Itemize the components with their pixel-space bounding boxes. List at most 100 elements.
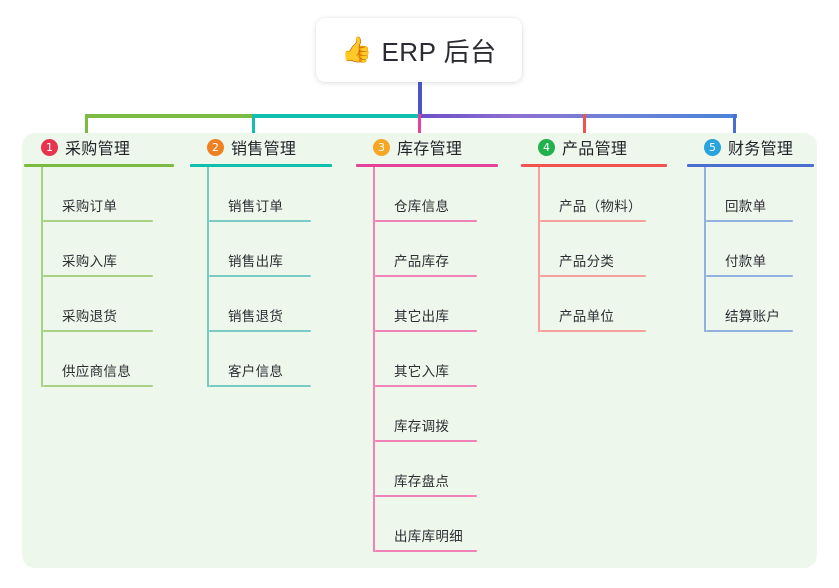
- column-header-4[interactable]: 4 产品管理: [521, 133, 667, 161]
- leaf-item[interactable]: 库存盘点: [373, 442, 498, 497]
- leaf-item-rule: [43, 385, 153, 387]
- column-rule-3: [356, 164, 498, 167]
- leaf-item[interactable]: 付款单: [704, 222, 814, 277]
- leaf-item-label: 客户信息: [228, 364, 284, 379]
- leaf-item[interactable]: 采购退货: [41, 277, 174, 332]
- root-node-card[interactable]: 👍 ERP 后台: [316, 18, 522, 82]
- column-rule-1: [24, 164, 174, 167]
- leaf-item[interactable]: 产品分类: [538, 222, 667, 277]
- leaf-item-label: 产品库存: [394, 254, 450, 269]
- column-spine-4: [538, 167, 540, 332]
- leaf-item-rule: [540, 275, 646, 277]
- column-items-4: 产品（物料）产品分类产品单位: [538, 167, 667, 332]
- trunk-segment-3: [418, 114, 733, 118]
- leaf-item-label: 其它入库: [394, 364, 450, 379]
- leaf-item[interactable]: 其它入库: [373, 332, 498, 387]
- leaf-item[interactable]: 采购入库: [41, 222, 174, 277]
- column-title-5: 财务管理: [728, 141, 794, 158]
- leaf-item[interactable]: 销售退货: [207, 277, 332, 332]
- column-3: 3 库存管理仓库信息产品库存其它出库其它入库库存调拨库存盘点出库库明细: [356, 133, 498, 552]
- leaf-item-label: 库存调拨: [394, 419, 450, 434]
- leaf-item-label: 采购入库: [62, 254, 118, 269]
- leaf-item[interactable]: 库存调拨: [373, 387, 498, 442]
- leaf-item[interactable]: 产品库存: [373, 222, 498, 277]
- column-header-3[interactable]: 3 库存管理: [356, 133, 498, 161]
- connector-drop-3: [418, 114, 421, 143]
- leaf-item-label: 仓库信息: [394, 199, 450, 214]
- leaf-item-rule: [375, 385, 477, 387]
- leaf-item-rule: [209, 275, 311, 277]
- thumbs-up-icon: 👍: [341, 35, 373, 64]
- connector-drop-2: [252, 114, 255, 143]
- leaf-item-label: 产品单位: [559, 309, 615, 324]
- leaf-item[interactable]: 产品（物料）: [538, 167, 667, 222]
- leaf-item-rule: [43, 275, 153, 277]
- leaf-item-label: 其它出库: [394, 309, 450, 324]
- column-rule-5: [687, 164, 814, 167]
- leaf-item-rule: [43, 220, 153, 222]
- column-items-2: 销售订单销售出库销售退货客户信息: [207, 167, 332, 387]
- leaf-item-label: 销售出库: [228, 254, 284, 269]
- leaf-item[interactable]: 回款单: [704, 167, 814, 222]
- leaf-item[interactable]: 供应商信息: [41, 332, 174, 387]
- column-spine-2: [207, 167, 209, 387]
- column-title-1: 采购管理: [65, 141, 131, 158]
- trunk-segment-1: [85, 114, 253, 118]
- leaf-item-rule: [375, 220, 477, 222]
- column-header-2[interactable]: 2 销售管理: [190, 133, 332, 161]
- column-title-4: 产品管理: [562, 141, 628, 158]
- column-items-5: 回款单付款单结算账户: [704, 167, 814, 332]
- trunk-bus: [85, 114, 733, 118]
- leaf-item[interactable]: 采购订单: [41, 167, 174, 222]
- leaf-item[interactable]: 结算账户: [704, 277, 814, 332]
- leaf-item-label: 结算账户: [725, 309, 781, 324]
- leaf-item-rule: [375, 330, 477, 332]
- leaf-item[interactable]: 出库库明细: [373, 497, 498, 552]
- leaf-item-rule: [706, 330, 793, 332]
- leaf-item-rule: [209, 220, 311, 222]
- connector-drop-5: [733, 114, 736, 143]
- leaf-item-rule: [706, 220, 793, 222]
- column-badge-3: 3: [373, 138, 390, 156]
- column-badge-2: 2: [207, 138, 224, 156]
- root-node-title: ERP 后台: [381, 36, 497, 67]
- leaf-item-rule: [375, 495, 477, 497]
- column-badge-5: 5: [704, 138, 721, 156]
- column-items-1: 采购订单采购入库采购退货供应商信息: [41, 167, 174, 387]
- trunk-segment-2: [253, 114, 418, 118]
- leaf-item[interactable]: 产品单位: [538, 277, 667, 332]
- leaf-item-rule: [209, 330, 311, 332]
- column-title-2: 销售管理: [231, 141, 297, 158]
- column-header-5[interactable]: 5 财务管理: [687, 133, 814, 161]
- column-items-3: 仓库信息产品库存其它出库其它入库库存调拨库存盘点出库库明细: [373, 167, 498, 552]
- leaf-item-label: 回款单: [725, 199, 767, 214]
- leaf-item-label: 销售订单: [228, 199, 284, 214]
- leaf-item-rule: [540, 220, 646, 222]
- leaf-item[interactable]: 仓库信息: [373, 167, 498, 222]
- leaf-item-rule: [375, 550, 477, 552]
- leaf-item-rule: [375, 440, 477, 442]
- leaf-item[interactable]: 销售订单: [207, 167, 332, 222]
- leaf-item-label: 采购订单: [62, 199, 118, 214]
- leaf-item-rule: [209, 385, 311, 387]
- leaf-item[interactable]: 其它出库: [373, 277, 498, 332]
- column-5: 5 财务管理回款单付款单结算账户: [687, 133, 814, 332]
- leaf-item-label: 销售退货: [228, 309, 284, 324]
- column-spine-1: [41, 167, 43, 387]
- leaf-item[interactable]: 销售出库: [207, 222, 332, 277]
- root-connector-stem: [418, 82, 422, 114]
- column-title-3: 库存管理: [397, 141, 463, 158]
- column-spine-3: [373, 167, 375, 552]
- connector-drop-1: [85, 114, 88, 143]
- column-badge-4: 4: [538, 138, 555, 156]
- leaf-item-label: 出库库明细: [394, 529, 463, 544]
- connector-drop-4: [583, 114, 586, 143]
- leaf-item-rule: [375, 275, 477, 277]
- leaf-item-label: 库存盘点: [394, 474, 450, 489]
- leaf-item-label: 采购退货: [62, 309, 118, 324]
- leaf-item[interactable]: 客户信息: [207, 332, 332, 387]
- column-4: 4 产品管理产品（物料）产品分类产品单位: [521, 133, 667, 332]
